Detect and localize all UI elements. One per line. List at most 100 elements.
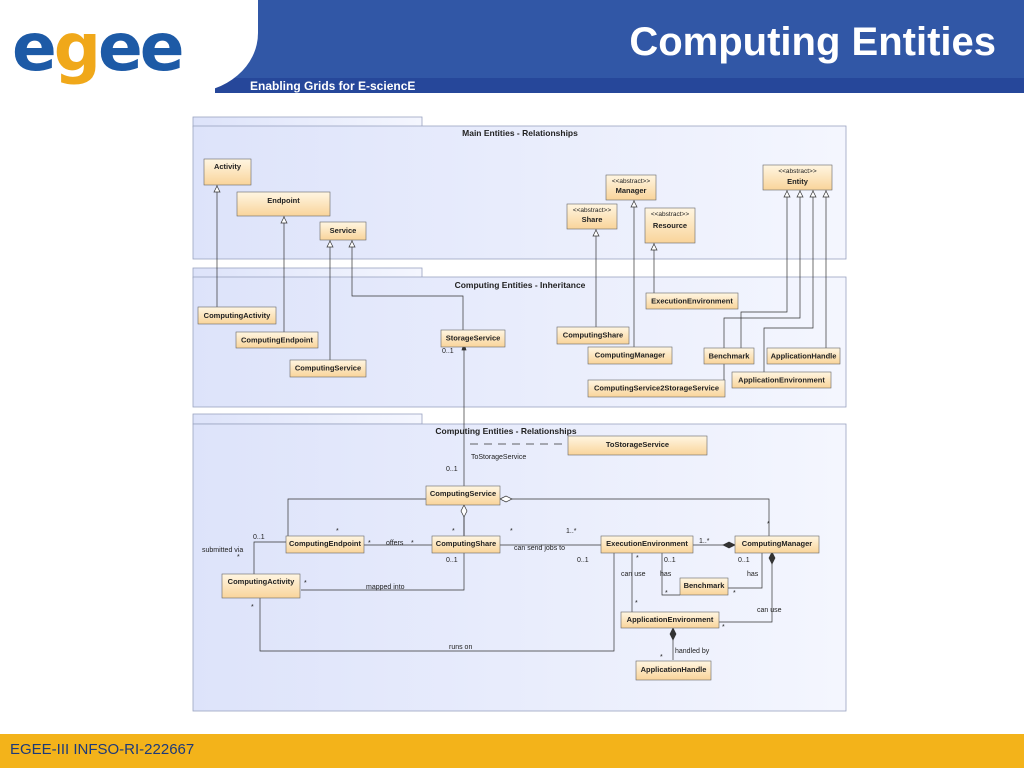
svg-text:1..*: 1..* [699,538,710,545]
svg-text:*: * [237,554,240,561]
slide-title: Computing Entities [629,20,996,64]
svg-text:Resource: Resource [653,221,687,230]
svg-text:ToStorageService: ToStorageService [471,454,526,461]
line-entity-benchmark [740,190,788,348]
slide-header: egee Enabling Grids for E-sciencE Comput… [0,0,1024,93]
svg-text:1..*: 1..* [566,528,577,535]
svg-text:submitted via: submitted via [202,547,243,554]
svg-text:*: * [767,521,770,528]
tagline: Enabling Grids for E-sciencE [250,79,416,93]
svg-text:Entity: Entity [787,177,809,186]
svg-text:ToStorageService: ToStorageService [606,440,669,449]
header-blue-strip [215,78,1024,93]
svg-text:StorageService: StorageService [446,334,501,343]
class-computing-activity-rel: ComputingActivity [221,573,301,599]
svg-text:Manager: Manager [616,186,647,195]
svg-text:ComputingEndpoint: ComputingEndpoint [241,336,314,345]
svg-text:*: * [510,528,513,535]
class-computing-activity-inh: ComputingActivity [197,306,277,325]
svg-text:0..1: 0..1 [442,348,454,355]
svg-text:*: * [411,540,414,547]
association-markers [460,341,776,641]
svg-text:<<abstract>>: <<abstract>> [651,211,690,218]
svg-text:offers: offers [386,540,404,547]
relationship-labels: ToStorageService 0..1 0..1 * * * 1..* * … [202,348,782,661]
class-service: Service [319,221,367,241]
line-storage-to-share-mapped [301,350,465,591]
class-to-storage-service: ToStorageService [567,435,708,456]
svg-text:has: has [747,571,759,578]
diamond-cservice-bottom [460,504,468,518]
svg-text:runs on: runs on [449,644,472,651]
line-service-storageservice [351,240,464,330]
svg-text:*: * [251,604,254,611]
package-relationships: Computing Entities - Relationships [192,413,847,712]
svg-text:*: * [304,580,307,587]
svg-text:can use: can use [757,607,782,614]
footer-text: EGEE-III INFSO-RI-222667 [10,741,195,758]
logo-area: egee [0,0,258,93]
slide-footer [0,734,1024,768]
svg-text:0..1: 0..1 [664,557,676,564]
package-main: Main Entities - Relationships [192,116,847,260]
class-endpoint: Endpoint [236,191,331,217]
svg-text:ExecutionEnvironment: ExecutionEnvironment [651,297,733,306]
class-application-handle-inh: ApplicationHandle [766,347,841,365]
svg-text:*: * [336,528,339,535]
svg-text:*: * [660,654,663,661]
svg-text:*: * [733,590,736,597]
svg-text:0..1: 0..1 [446,466,458,473]
diamond-appenv-bottom [669,627,677,641]
class-computing-endpoint-inh: ComputingEndpoint [235,331,319,349]
svg-text:ApplicationEnvironment: ApplicationEnvironment [738,376,825,385]
svg-text:mapped into: mapped into [366,584,405,591]
line-cservice-cmanager [500,498,770,537]
class-activity: Activity [203,158,252,186]
class-resource: <<abstract>> Resource [644,207,696,244]
package-main-title: Main Entities - Relationships [462,128,578,138]
class-share: <<abstract>> Share [566,203,618,230]
svg-text:ApplicationHandle: ApplicationHandle [641,665,707,674]
class-computing-manager-inh: ComputingManager [587,346,673,365]
svg-text:0..1: 0..1 [253,534,265,541]
inheritance-arrowheads [213,185,830,251]
class-execution-environment-rel: ExecutionEnvironment [600,535,694,554]
class-execution-environment-inh: ExecutionEnvironment [645,292,739,310]
svg-text:<<abstract>>: <<abstract>> [573,207,612,214]
diamond-cservice-right [499,495,513,503]
svg-text:can send jobs to: can send jobs to [514,545,565,552]
class-computing-endpoint-rel: ComputingEndpoint [285,535,365,554]
inheritance-lines [216,185,827,380]
svg-text:ComputingService: ComputingService [295,364,361,373]
svg-text:0..1: 0..1 [577,557,589,564]
svg-text:has: has [660,571,672,578]
svg-text:Endpoint: Endpoint [267,196,300,205]
class-application-environment-inh: ApplicationEnvironment [731,371,832,389]
svg-text:ComputingShare: ComputingShare [563,331,623,340]
egee-logo: egee [12,9,185,86]
relationship-lines [253,350,773,660]
svg-text:ComputingActivity: ComputingActivity [204,311,271,320]
svg-text:Benchmark: Benchmark [684,581,726,590]
svg-text:Benchmark: Benchmark [709,352,751,361]
svg-text:0..1: 0..1 [446,557,458,564]
svg-text:ComputingEndpoint: ComputingEndpoint [289,539,362,548]
svg-text:*: * [368,540,371,547]
class-computing-service-inh: ComputingService [289,359,367,378]
line-cservice-cendpoint [287,498,428,537]
class-entity: <<abstract>> Entity [762,164,833,191]
class-application-environment-rel: ApplicationEnvironment [620,611,720,629]
line-cmanager-benchmark [727,552,763,589]
class-benchmark-inh: Benchmark [703,347,755,365]
class-application-handle-rel: ApplicationHandle [635,660,712,681]
svg-text:ComputingActivity: ComputingActivity [228,577,295,586]
header-blue-band [215,0,1024,78]
svg-text:ComputingService: ComputingService [430,489,496,498]
svg-text:can use: can use [621,571,646,578]
svg-text:Service: Service [330,226,357,235]
svg-text:ComputingShare: ComputingShare [436,539,496,548]
svg-text:*: * [636,555,639,562]
line-execenv-benchmark [661,552,680,596]
line-runs-on [259,552,615,652]
